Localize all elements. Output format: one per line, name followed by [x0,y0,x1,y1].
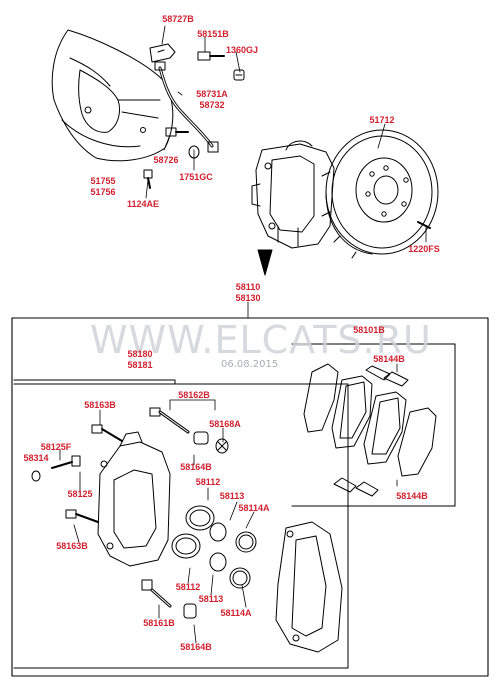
caliper-carrier-drawing [275,521,343,653]
hose-bracket-drawing [149,43,176,63]
caliper-kit-frame-inner [13,383,349,669]
part-label-1124AE[interactable]: 1124AE [126,199,160,209]
part-label-58112-top[interactable]: 58112 [195,477,221,487]
part-label-58163B-top[interactable]: 58163B [84,400,116,410]
part-label-58113-bottom[interactable]: 58113 [198,594,224,604]
part-label-51756[interactable]: 51756 [90,187,116,197]
assembly-pointer-arrow [257,249,273,276]
watermark-date: 06.08.2015 [221,359,279,370]
part-label-58168A[interactable]: 58168A [209,419,241,429]
part-label-58161B[interactable]: 58161B [143,618,175,628]
brake-hose-drawing [154,61,219,153]
guide-pins-drawing [141,407,229,619]
part-label-58732[interactable]: 58732 [199,100,225,110]
part-label-58731A[interactable]: 58731A [196,89,228,99]
washer-1751GC-drawing [188,145,200,159]
outer-assembly-frame [11,317,489,677]
part-label-58727B[interactable]: 58727B [162,14,194,24]
part-label-58181[interactable]: 58181 [127,360,153,370]
part-label-58101B[interactable]: 58101B [353,325,385,335]
part-label-1360GJ[interactable]: 1360GJ [225,45,259,55]
part-label-58164B-top[interactable]: 58164B [180,462,212,472]
caliper-housing-drawing [97,431,171,567]
bolt-58151B-drawing [197,51,225,61]
part-label-1220FS[interactable]: 1220FS [408,244,440,254]
part-label-58125[interactable]: 58125 [67,489,93,499]
caliper-assembly-drawing [251,140,335,249]
part-label-58144B-top[interactable]: 58144B [373,354,405,364]
part-label-58164B-bottom[interactable]: 58164B [180,642,212,652]
part-label-58112-bottom[interactable]: 58112 [175,582,201,592]
pistons-seals-drawing [171,505,257,589]
part-label-51712[interactable]: 51712 [369,115,395,125]
leader-lines [59,25,427,644]
pad-kit-frame [291,343,456,507]
part-label-58162B[interactable]: 58162B [178,390,210,400]
watermark-site: WWW.ELCATS.RU [90,318,432,362]
brake-disc-drawing [321,129,439,259]
part-label-1751GC[interactable]: 1751GC [179,172,213,182]
part-label-51755[interactable]: 51755 [90,176,116,186]
part-label-58113-top[interactable]: 58113 [219,491,245,501]
dust-shield-drawing [51,29,174,162]
caliper-kit-frame [13,379,176,385]
part-label-58180[interactable]: 58180 [127,349,153,359]
bolt-58726-drawing [165,127,189,137]
clip-1360GJ-drawing [233,69,245,81]
part-label-58125F[interactable]: 58125F [40,442,72,452]
caliper-bolts-drawing [65,424,123,523]
part-label-58114A-top[interactable]: 58114A [238,503,270,513]
part-label-58114A-bottom[interactable]: 58114A [220,608,252,618]
part-label-58726[interactable]: 58726 [153,155,179,165]
brake-pads-drawing [303,363,437,497]
part-label-58110[interactable]: 58110 [235,282,261,292]
bleeder-screw-drawing [31,455,81,482]
part-label-58314[interactable]: 58314 [23,453,49,463]
part-label-58144B-bottom[interactable]: 58144B [396,491,428,501]
part-label-58163B-bottom[interactable]: 58163B [56,541,88,551]
part-label-58151B[interactable]: 58151B [197,29,229,39]
screw-1124AE-drawing [143,169,153,189]
part-label-58130[interactable]: 58130 [235,293,261,303]
